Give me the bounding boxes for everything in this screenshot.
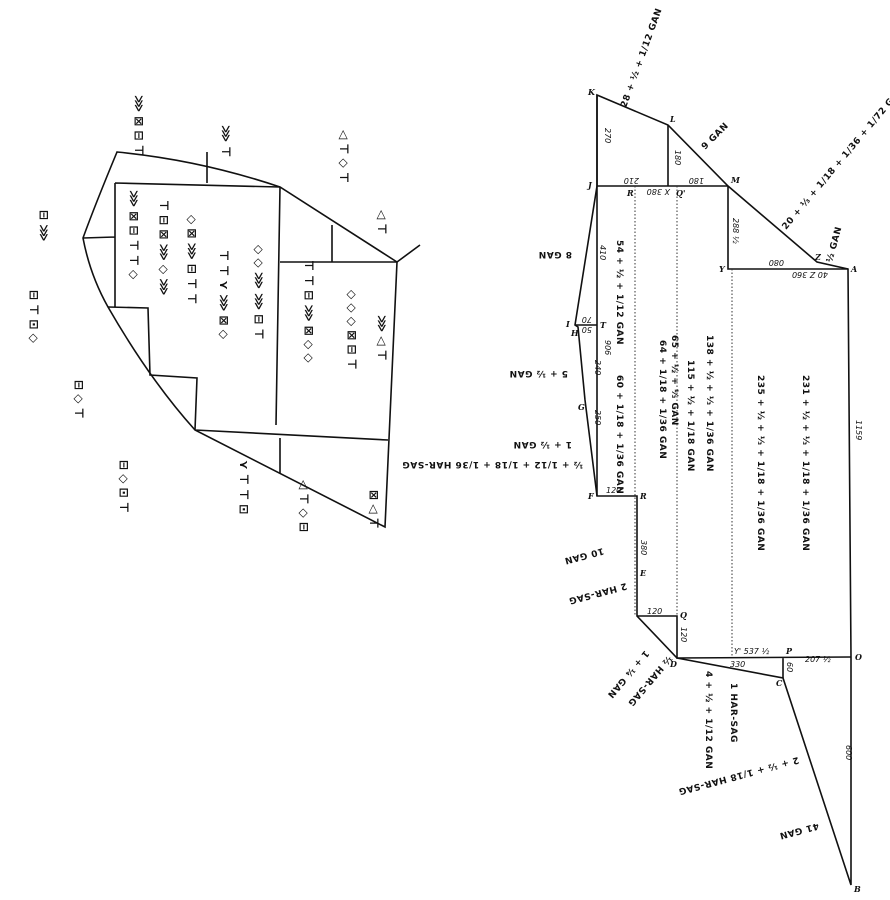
boundary-label: 41 GAN — [778, 820, 820, 840]
point-M: M — [730, 175, 741, 185]
measure-NM: 180 — [689, 176, 704, 185]
svg-text:⊟ ◇ ⊡ ⊤: ⊟ ◇ ⊡ ⊤ — [117, 460, 131, 513]
svg-text:⋙ ◁ ⊤: ⋙ ◁ ⊤ — [375, 315, 389, 361]
boundary-label: 8 GAN — [538, 249, 572, 259]
point-D: D — [669, 659, 677, 669]
point-C: C — [776, 678, 783, 688]
measure-TG: 240 — [593, 360, 602, 375]
boundary-label: ½ GAN — [824, 225, 844, 263]
svg-text:◇ ◇ ◇ ⊠ ⊟ ⊤: ◇ ◇ ◇ ⊠ ⊟ ⊤ — [345, 290, 359, 370]
point-Y: Y — [719, 264, 726, 274]
point-K: K — [587, 87, 596, 97]
svg-text:◁ ⊤: ◁ ⊤ — [375, 209, 389, 234]
tablet-inner-lines — [82, 152, 421, 473]
area-label: 231 + ½ + ⅓ + 1/18 + 1/36 GAN — [800, 375, 811, 551]
point-H: H — [570, 328, 579, 338]
measure-PO: 207 ½ — [805, 655, 831, 664]
measure-DP: 330 — [730, 660, 745, 669]
point-B: B — [853, 884, 861, 894]
svg-text:⊟ ◇ ⊤: ⊟ ◇ ⊤ — [72, 380, 86, 419]
measure-TF: 906 — [603, 340, 612, 355]
svg-text:⋎ ⊤ ⊤ ⊡: ⋎ ⊤ ⊤ ⊡ — [237, 460, 251, 514]
point-I: I — [565, 319, 570, 329]
svg-text:⊤ ⊟ ⊠ ⋙ ◇ ⋙: ⊤ ⊟ ⊠ ⋙ ◇ ⋙ — [157, 200, 171, 295]
point-P: P — [785, 646, 793, 656]
measurements: 270 180 210 180 X 380 288 ½ 080 40 Z 360… — [582, 128, 863, 760]
point-R: R — [639, 491, 647, 501]
measure-ZA: 40 Z 360 — [792, 270, 828, 279]
cuneiform-tablet-drawing: ⋙ ⊠ ⊟ ⊤ ⋙ ⊤ ◁ ⊤ ◇ ⊤ ◁ ⊤ ⋙ ⊠ ⊟ ⊤ ⊤ ◇ ⊤ ⊟ … — [27, 95, 421, 532]
measure-MY: 288 ½ — [731, 218, 740, 244]
svg-text:⊤ ⊤ ⋎ ⋙ ⊠ ◇: ⊤ ⊤ ⋎ ⋙ ⊠ ◇ — [217, 250, 231, 340]
svg-text:⋙ ⊤: ⋙ ⊤ — [219, 125, 233, 157]
field-plan: K L M J R Q' Y Z A I T H G F R E Q D P O… — [402, 7, 890, 894]
measure-YZ: 080 — [769, 258, 784, 267]
measure-JR: 210 — [624, 176, 639, 185]
svg-text:◇ ⊠ ⋙ ⊟ ⊤ ⊤: ◇ ⊠ ⋙ ⊟ ⊤ ⊤ — [185, 215, 199, 304]
area-labels: 54 + ½ + 1/12 GAN 60 + 1/18 + 1/36 GAN 6… — [614, 240, 811, 551]
svg-text:◇ ◇ ⋙ ⋙ ⊟ ⊤: ◇ ◇ ⋙ ⋙ ⊟ ⊤ — [252, 245, 266, 340]
point-E: E — [639, 568, 647, 578]
measure-LN: 180 — [673, 150, 682, 165]
measure-QQ: 120 — [647, 607, 662, 616]
svg-text:⋙ ⊠ ⊟ ⊤: ⋙ ⊠ ⊟ ⊤ — [132, 95, 146, 156]
point-T: T — [600, 320, 607, 330]
point-Q: Q — [680, 610, 687, 620]
measure-RX: X 380 — [647, 187, 671, 196]
division-lines — [634, 186, 733, 657]
field-inner-lines — [575, 95, 852, 678]
measure-JT: 410 — [598, 245, 607, 260]
boundary-label: ½ + 1/12 + 1/18 + 1/36 HAR-SAG — [402, 459, 583, 470]
svg-text:⊠ ◁ ⊤: ⊠ ◁ ⊤ — [367, 490, 381, 529]
point-Z: Z — [814, 252, 822, 262]
boundary-label: 4 + ½ + 1/12 GAN — [703, 671, 714, 769]
measure-OB: 600 — [844, 745, 853, 760]
point-labels: K L M J R Q' Y Z A I T H G F R E Q D P O… — [565, 87, 862, 894]
boundary-label: 9 GAN — [700, 121, 731, 152]
boundary-label: 5 + ½ GAN — [509, 368, 568, 379]
boundary-label: 20 + ⅓ + 1/18 + 1/36 + 1/72 GAN — [781, 85, 890, 232]
point-O: O — [855, 652, 862, 662]
point-A: A — [850, 264, 857, 274]
measure-AO: 1159 — [854, 420, 863, 440]
area-label: 138 + ½ + ⅓ + 1/36 GAN — [704, 335, 715, 472]
svg-text:⊟ ⊤ ⊡ ◇: ⊟ ⊤ ⊡ ◇ — [27, 290, 41, 344]
boundary-label: 10 GAN — [563, 545, 605, 565]
point-J: J — [586, 180, 593, 190]
point-F: F — [587, 491, 595, 501]
cuneiform-signs: ⋙ ⊠ ⊟ ⊤ ⋙ ⊤ ◁ ⊤ ◇ ⊤ ◁ ⊤ ⋙ ⊠ ⊟ ⊤ ⊤ ◇ ⊤ ⊟ … — [27, 95, 389, 532]
svg-text:◁ ⊤ ◇ ⊟: ◁ ⊤ ◇ ⊟ — [297, 479, 311, 532]
point-L: L — [669, 114, 676, 124]
measure-Y2P: Y' 537 ½ — [734, 647, 769, 656]
point-R1: R — [626, 188, 634, 198]
svg-text:◁ ⊤ ◇ ⊤: ◁ ⊤ ◇ ⊤ — [337, 129, 351, 183]
point-Q1: Q' — [676, 188, 685, 198]
measure-HT: 50 — [582, 325, 592, 334]
boundary-label: 2 HAR-SAG — [567, 580, 627, 605]
area-label: 115 + ½ + 1/18 GAN — [685, 360, 696, 472]
tablet-outline — [82, 151, 398, 529]
boundary-label: 2 + ½ + 1/18 HAR-SAG — [677, 754, 800, 797]
boundary-label: 1 HAR-SAG — [728, 683, 738, 743]
measure-RQ: 380 — [639, 540, 648, 555]
area-label: 54 + ½ + 1/12 GAN — [614, 240, 625, 345]
boundary-label: 1 + ½ GAN — [513, 439, 572, 450]
measure-GF: 250 — [593, 410, 602, 425]
point-G: G — [578, 402, 585, 412]
svg-text:⊤ ⊤ ⊟ ⋙ ⊠ ◇ ◇: ⊤ ⊤ ⊟ ⋙ ⊠ ◇ ◇ — [302, 260, 316, 363]
measure-FR: 120 — [606, 486, 621, 495]
area-label: 64 + 1/18 + 1/36 GAN — [657, 340, 667, 459]
measure-KJ: 270 — [603, 128, 612, 143]
area-label: 235 + ½ + ⅓ + 1/18 + 1/36 GAN — [755, 375, 766, 551]
boundary-label: 28 + ½ + 1/12 GAN — [618, 7, 664, 109]
svg-text:⋙ ⊠ ⊟ ⊤ ⊤ ◇: ⋙ ⊠ ⊟ ⊤ ⊤ ◇ — [127, 190, 141, 280]
area-label: 60 + 1/18 + 1/36 GAN — [614, 375, 624, 494]
area-label: 65 + ½ + ⅓ GAN — [669, 335, 680, 426]
measure-QD: 120 — [679, 627, 688, 642]
measure-IT: 70 — [582, 315, 592, 324]
boundary-labels: 28 + ½ + 1/12 GAN 9 GAN 20 + ⅓ + 1/18 + … — [402, 7, 890, 841]
measure-PC: 60 — [785, 662, 794, 672]
svg-text:⊟ ⋙: ⊟ ⋙ — [37, 210, 51, 241]
